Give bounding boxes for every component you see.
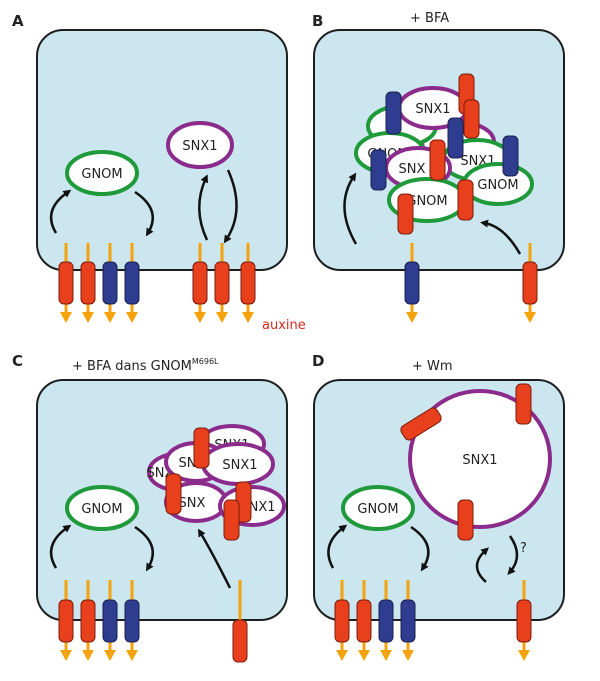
- recycling-arrow-down: [134, 525, 154, 572]
- gnom-label: GNOM: [357, 502, 398, 517]
- uncertain-arrow: [507, 535, 519, 576]
- carrier-red: [193, 427, 210, 469]
- carrier-blue: [447, 117, 464, 159]
- panel-c-title: + BFA dans GNOMM696L: [72, 357, 219, 374]
- carrier-red: [80, 243, 96, 323]
- recycling-arrow-down: [134, 190, 154, 237]
- carrier-red: [356, 580, 372, 661]
- carrier-red: [457, 499, 474, 541]
- snx1-compartment: [166, 121, 234, 169]
- recycling-arrow-up: [49, 524, 72, 569]
- carrier-red: [223, 499, 240, 541]
- gnom-label: GNOM: [81, 167, 122, 182]
- carrier-red: [429, 139, 446, 181]
- panel-d: D + Wm GNOM SNX1 ?: [312, 352, 565, 661]
- panel-b-title: + BFA: [410, 11, 449, 26]
- snx-partial-label: SNX: [399, 162, 426, 177]
- panel-b: B + BFA SNX1 SNX1 GNOM SNX GNOM GNOM: [312, 11, 565, 323]
- panel-d-letter: D: [312, 352, 324, 370]
- carrier-blue: [124, 580, 140, 661]
- snx1-label: SNX1: [462, 453, 497, 468]
- carrier-blue: [404, 243, 420, 323]
- cell-a: [36, 29, 288, 271]
- carrier-red: [515, 383, 532, 425]
- carrier-blue: [102, 580, 118, 661]
- carrier-red: [58, 243, 74, 323]
- gnom-label: GNOM: [406, 194, 447, 209]
- panel-c-title-sup: M696L: [192, 357, 219, 366]
- recycling-arrow-down: [410, 525, 430, 572]
- recycling-arrow-up: [49, 189, 72, 234]
- carrier-red: [457, 179, 474, 221]
- carrier-blue: [378, 580, 394, 661]
- carrier-blue: [502, 135, 519, 177]
- snx1-enlarged-compartment: [408, 389, 552, 529]
- endocytosis-arrow: [197, 528, 232, 589]
- gnom-label: GNOM: [81, 502, 122, 517]
- snx1-arrow-down: [223, 169, 238, 244]
- panel-a-letter: A: [12, 12, 24, 30]
- panel-c-title-main: + BFA dans GNOM: [72, 359, 192, 374]
- carrier-blue: [102, 243, 118, 323]
- carrier-blue: [370, 149, 387, 191]
- carrier-red: [400, 407, 442, 441]
- carrier-red: [516, 580, 532, 661]
- snx1-arrow-up: [198, 174, 209, 241]
- carrier-red: [58, 580, 74, 661]
- carrier-red: [214, 243, 230, 323]
- carrier-blue: [124, 243, 140, 323]
- panel-b-letter: B: [312, 12, 323, 30]
- carrier-red: [463, 99, 480, 139]
- carrier-red: [240, 243, 256, 323]
- carrier-red: [192, 243, 208, 323]
- snx1-label: SNX1: [182, 139, 217, 154]
- endocytosis-arrow: [343, 172, 358, 245]
- carrier-red: [397, 193, 414, 235]
- panel-a: A GNOM SNX1: [12, 12, 306, 333]
- panel-d-title: + Wm: [412, 359, 453, 374]
- gnom-compartment: [65, 485, 139, 531]
- snx1-label: SNX1: [222, 458, 257, 473]
- panel-c-letter: C: [12, 352, 23, 370]
- snx1-label: SNX1: [415, 102, 450, 117]
- question-mark: ?: [520, 541, 527, 556]
- carrier-blue: [385, 91, 402, 135]
- snx-partial-label: SNX: [179, 496, 206, 511]
- carrier-red: [165, 473, 182, 515]
- gnom-label: GNOM: [477, 178, 518, 193]
- gnom-compartment: [65, 150, 139, 196]
- carrier-blue: [400, 580, 416, 661]
- endocytosis-arrow: [480, 219, 522, 255]
- gnom-compartment: [341, 485, 415, 531]
- carrier-red: [522, 243, 538, 323]
- carrier-red: [232, 580, 248, 663]
- carrier-red: [80, 580, 96, 661]
- auxin-label: auxine: [262, 318, 306, 333]
- carrier-red: [334, 580, 350, 661]
- recycling-arrow-up: [327, 524, 348, 569]
- panel-c: C + BFA dans GNOMM696L GNOM SNX1 SNX SNX…: [12, 352, 288, 663]
- endocytosis-arrow: [475, 547, 489, 583]
